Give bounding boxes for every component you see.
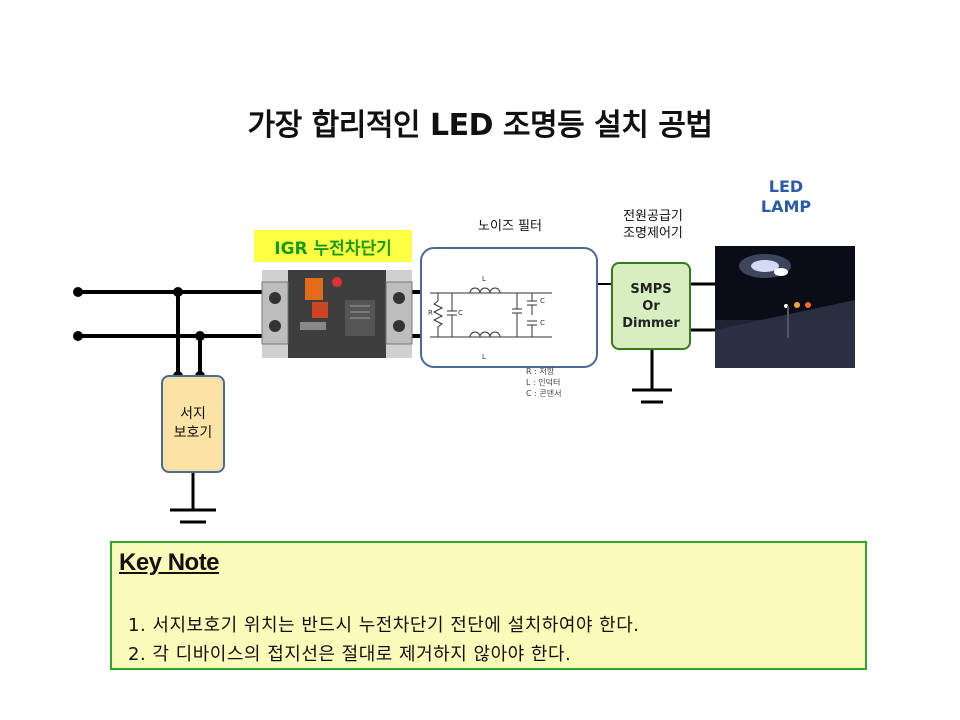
key-note-box: Key Note 1. 서지보호기 위치는 반드시 누전차단기 전단에 설치하여… bbox=[110, 541, 867, 670]
page-title: 가장 합리적인 LED 조명등 설치 공법 bbox=[247, 108, 713, 143]
surge-ground-icon bbox=[170, 473, 216, 524]
noise-filter-box: L L R C C C bbox=[420, 247, 598, 368]
filter-mark-c: C bbox=[540, 297, 545, 305]
smps-line: SMPS bbox=[630, 281, 672, 297]
led-lamp-label: LED LAMP bbox=[750, 177, 822, 217]
key-note-item: 2. 각 디바이스의 접지선은 절대로 제거하지 않아야 한다. bbox=[128, 644, 572, 665]
legend-item: R : 저항 bbox=[526, 367, 555, 376]
smps-line: Dimmer bbox=[622, 315, 680, 331]
key-note-item: 1. 서지보호기 위치는 반드시 누전차단기 전단에 설치하여야 한다. bbox=[128, 615, 640, 636]
smps-dimmer-box: SMPS Or Dimmer bbox=[611, 262, 691, 350]
filter-mark-l: L bbox=[482, 353, 486, 361]
filter-mark-l: L bbox=[482, 275, 486, 283]
filter-legend: R : 저항 L : 인덕터 C : 콘덴서 bbox=[526, 366, 561, 399]
power-supply-label-line: 조명제어기 bbox=[623, 226, 683, 241]
terminal-dot bbox=[73, 287, 83, 297]
filter-mark-c: C bbox=[540, 319, 545, 327]
led-lamp-image bbox=[715, 246, 855, 368]
terminal-dot bbox=[73, 331, 83, 341]
key-note-title: Key Note bbox=[119, 549, 220, 576]
junction-dot bbox=[195, 331, 205, 341]
legend-item: C : 콘덴서 bbox=[526, 389, 562, 398]
junction-dot bbox=[173, 287, 183, 297]
power-supply-label-line: 전원공급기 bbox=[623, 209, 683, 224]
led-label-line: LED bbox=[768, 177, 804, 196]
igr-breaker-label: IGR 누전차단기 bbox=[254, 230, 412, 262]
legend-item: L : 인덕터 bbox=[526, 378, 561, 387]
smps-line: Or bbox=[642, 298, 660, 314]
breaker-image bbox=[261, 270, 413, 358]
surge-protector-box: 서지 보호기 bbox=[161, 375, 225, 473]
surge-line: 보호기 bbox=[173, 425, 213, 441]
led-label-line: LAMP bbox=[760, 197, 812, 216]
filter-mark-c: C bbox=[458, 309, 463, 317]
noise-filter-label: 노이즈 필터 bbox=[478, 219, 542, 234]
filter-mark-r: R bbox=[428, 309, 433, 317]
surge-line: 서지 bbox=[180, 406, 206, 422]
power-supply-label: 전원공급기 조명제어기 bbox=[605, 208, 701, 242]
filter-circuit-icon: L L R C C C bbox=[428, 275, 552, 361]
